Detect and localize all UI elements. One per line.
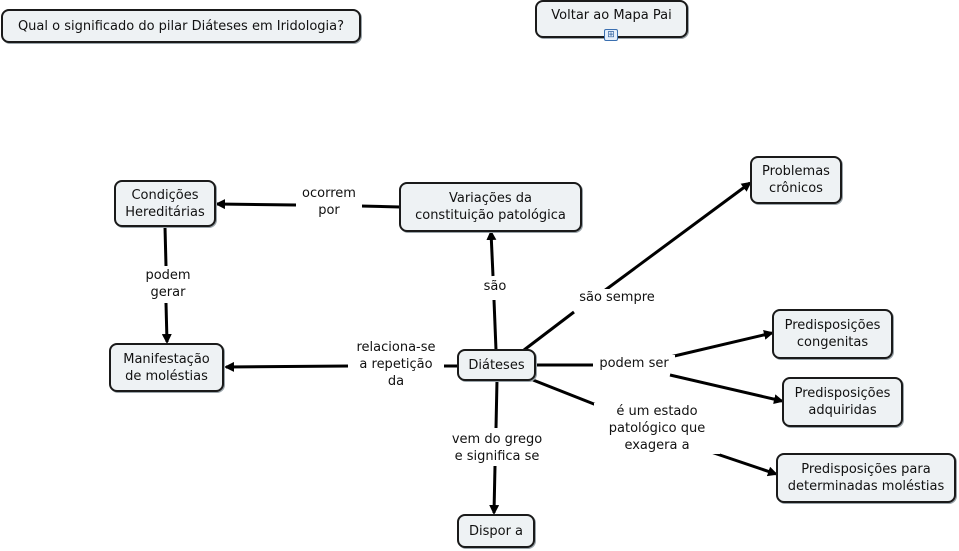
label-relates: relaciona-se a repetição da [348, 339, 444, 390]
congenital-text: Predisposições congenitas [784, 318, 881, 350]
label-occur: ocorrem por [296, 185, 362, 219]
question-node: Qual o significado do pilar Diáteses em … [1, 9, 361, 43]
link-canbe-congenital [669, 329, 774, 359]
link-are-variations [486, 230, 497, 277]
congenital-node: Predisposições congenitas [772, 309, 893, 359]
link-diatheses-greek [494, 379, 499, 429]
link-label-hereditary [215, 199, 297, 210]
manifestation-node: Manifestação de moléstias [109, 343, 224, 392]
link-greek-dispose [489, 465, 500, 515]
variations-text: Variações da constituição patológica [415, 191, 566, 223]
determined-node: Predisposições para determinadas molésti… [776, 453, 956, 503]
link-diatheses-state [532, 378, 605, 410]
acquired-text: Predisposições adquiridas [794, 386, 891, 418]
link-relates-manifestation [224, 361, 351, 372]
link-label-manifestation [161, 302, 172, 344]
link-diatheses-are [492, 299, 498, 351]
link-state-determined [707, 449, 778, 477]
dispose-text: Dispor a [468, 523, 524, 539]
question-text: Qual o significado do pilar Diáteses em … [17, 18, 345, 34]
chronic-node: Problemas crônicos [750, 156, 842, 204]
chronic-text: Problemas crônicos [762, 164, 830, 196]
link-canbe-acquired [669, 373, 784, 405]
hereditary-node: Condições Hereditárias [114, 180, 216, 227]
manifestation-text: Manifestação de moléstias [123, 351, 210, 384]
acquired-node: Predisposições adquiridas [782, 377, 903, 427]
parent-map-text: Voltar ao Mapa Pai [551, 8, 672, 23]
link-hereditary-label [163, 226, 168, 267]
link-variations-label [359, 204, 401, 209]
label-state: é um estado patológico que exagera a [594, 403, 720, 454]
link-diatheses-always [523, 310, 575, 352]
dispose-node: Dispor a [457, 514, 535, 548]
diatheses-node: Diáteses [457, 349, 536, 381]
variations-node: Variações da constituição patológica [399, 182, 582, 232]
concept-map-link-icon[interactable]: ⊞ [604, 29, 618, 41]
label-can-be: podem ser [593, 355, 675, 372]
diatheses-text: Diáteses [468, 357, 525, 373]
label-can-generate: podem gerar [136, 267, 200, 301]
link-always-chronic [603, 181, 752, 293]
determined-text: Predisposições para determinadas molésti… [787, 462, 945, 494]
hereditary-text: Condições Hereditárias [125, 187, 205, 220]
label-always-are: são sempre [570, 289, 664, 306]
label-greek: vem do grego e significa se [442, 431, 552, 465]
label-are: são [478, 278, 512, 295]
